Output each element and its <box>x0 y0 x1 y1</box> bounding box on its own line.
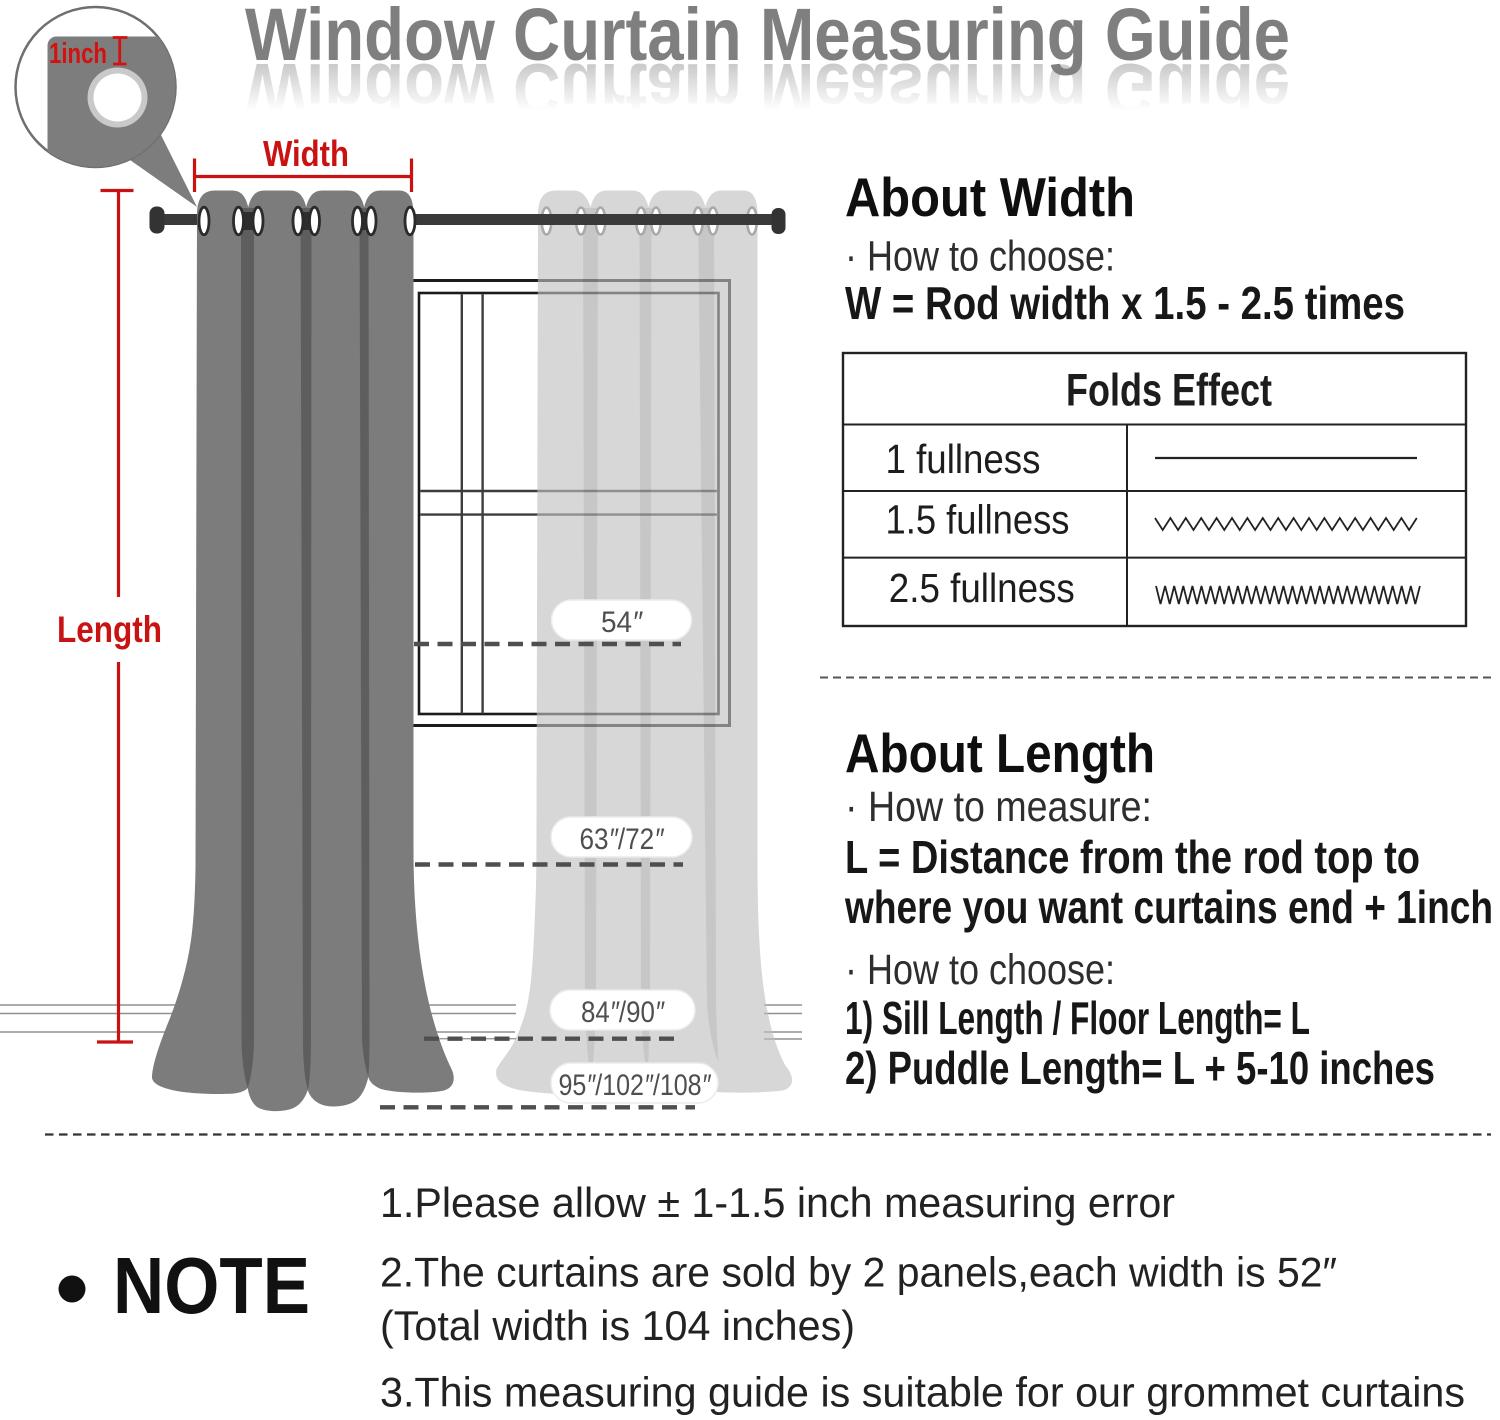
svg-text:About Width: About Width <box>845 166 1135 228</box>
svg-text:2) Puddle Length= L + 5-10 in: 2) Puddle Length= L + 5-10 inches <box>845 1042 1435 1094</box>
svg-text:1.Please allow ± 1-1.5 inch me: 1.Please allow ± 1-1.5 inch measuring er… <box>380 1179 1175 1226</box>
svg-text:1) Sill Length / Floor Length: 1) Sill Length / Floor Length= L <box>845 992 1310 1044</box>
svg-text:Window Curtain Measuring Guide: Window Curtain Measuring Guide <box>245 48 1290 131</box>
svg-text:Window Curtain Measuring Guide: Window Curtain Measuring Guide <box>245 0 1290 76</box>
svg-text:1 fullness: 1 fullness <box>886 436 1041 482</box>
svg-text:W = Rod width x 1.5 - 2.5 time: W = Rod width x 1.5 - 2.5 times <box>845 277 1405 329</box>
svg-text:54″: 54″ <box>601 606 643 639</box>
svg-text:· How to choose:: · How to choose: <box>845 946 1115 994</box>
svg-text:L = Distance from the rod top: L = Distance from the rod top to <box>845 831 1420 883</box>
svg-text:· How to measure:: · How to measure: <box>845 783 1152 831</box>
svg-text:1inch: 1inch <box>49 38 107 70</box>
svg-text:NOTE: NOTE <box>113 1241 310 1330</box>
svg-text:84″/90″: 84″/90″ <box>581 996 665 1029</box>
svg-text:3.This measuring guide is suit: 3.This measuring guide is suitable for o… <box>380 1369 1465 1416</box>
svg-text:Width: Width <box>263 133 349 174</box>
svg-text:· How to choose:: · How to choose: <box>845 233 1115 281</box>
svg-text:2.5 fullness: 2.5 fullness <box>889 565 1075 611</box>
svg-text:2.The curtains are sold by 2 p: 2.The curtains are sold by 2 panels,each… <box>380 1249 1337 1296</box>
svg-text:63″/72″: 63″/72″ <box>580 823 665 856</box>
svg-text:1.5 fullness: 1.5 fullness <box>886 497 1070 543</box>
svg-text:Folds Effect: Folds Effect <box>1066 365 1272 416</box>
svg-text:Length: Length <box>57 609 162 650</box>
svg-text:(Total width is 104 inches): (Total width is 104 inches) <box>380 1302 855 1349</box>
svg-text:95″/102″/108″: 95″/102″/108″ <box>559 1069 712 1102</box>
svg-text:About Length: About Length <box>845 722 1155 784</box>
svg-text:where you want curtains end +: where you want curtains end + 1inch <box>844 881 1493 933</box>
